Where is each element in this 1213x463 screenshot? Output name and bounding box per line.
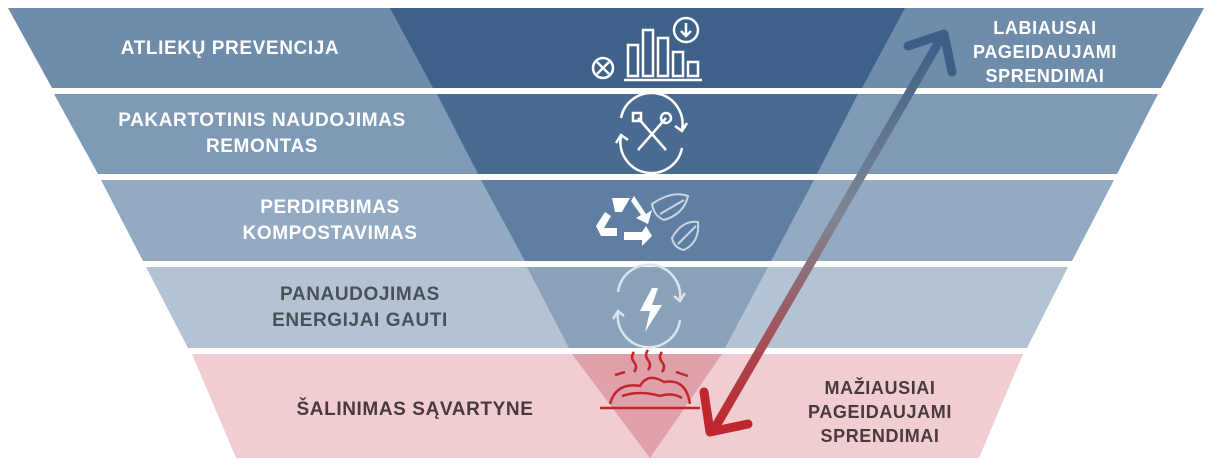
level-band-5 bbox=[192, 354, 1023, 458]
level-label-line: PERDIRBIMAS bbox=[260, 197, 400, 218]
bottom-label-least-preferred: MAŽIAUSIAI PAGEIDAUJAMI SPRENDIMAI bbox=[780, 376, 980, 448]
level-label-line: PAKARTOTINIS NAUDOJIMAS bbox=[118, 110, 406, 131]
energy-cycle-icon bbox=[611, 263, 687, 349]
level-label-line: KOMPOSTAVIMAS bbox=[242, 223, 418, 244]
top-label-line: PAGEIDAUJAMI bbox=[973, 42, 1117, 62]
level-label-line: ŠALINIMAS SĄVARTYNE bbox=[296, 399, 534, 420]
level-label-line: REMONTAS bbox=[205, 136, 319, 157]
bottom-label-line: PAGEIDAUJAMI bbox=[808, 402, 952, 422]
top-label-most-preferred: LABIAUSAI PAGEIDAUJAMI SPRENDIMAI bbox=[950, 16, 1140, 88]
top-label-line: LABIAUSAI bbox=[993, 18, 1097, 38]
reduce-chart-icon bbox=[591, 16, 702, 82]
level-label-recycling: PERDIRBIMAS KOMPOSTAVIMAS bbox=[180, 195, 480, 247]
level-band-2 bbox=[54, 94, 1158, 174]
level-label-landfill: ŠALINIMAS SĄVARTYNE bbox=[250, 397, 580, 423]
level-label-energy: PANAUDOJIMAS ENERGIJAI GAUTI bbox=[210, 282, 510, 334]
level-label-line: ATLIEKŲ PREVENCIJA bbox=[120, 38, 340, 59]
level-label-line: PANAUDOJIMAS bbox=[280, 284, 440, 305]
level-label-line: ENERGIJAI GAUTI bbox=[272, 310, 448, 331]
double-arrow-icon bbox=[699, 29, 957, 437]
bottom-label-line: MAŽIAUSIAI bbox=[824, 378, 936, 398]
level-band-1 bbox=[8, 8, 1204, 88]
bottom-label-line: SPRENDIMAI bbox=[820, 426, 940, 446]
repair-cycle-icon bbox=[614, 91, 689, 175]
top-label-line: SPRENDIMAI bbox=[985, 66, 1105, 86]
level-label-prevention: ATLIEKŲ PREVENCIJA bbox=[70, 36, 390, 62]
recycle-leaf-icon bbox=[596, 193, 700, 252]
landfill-icon bbox=[600, 349, 700, 410]
level-label-reuse: PAKARTOTINIS NAUDOJIMAS REMONTAS bbox=[82, 108, 442, 160]
